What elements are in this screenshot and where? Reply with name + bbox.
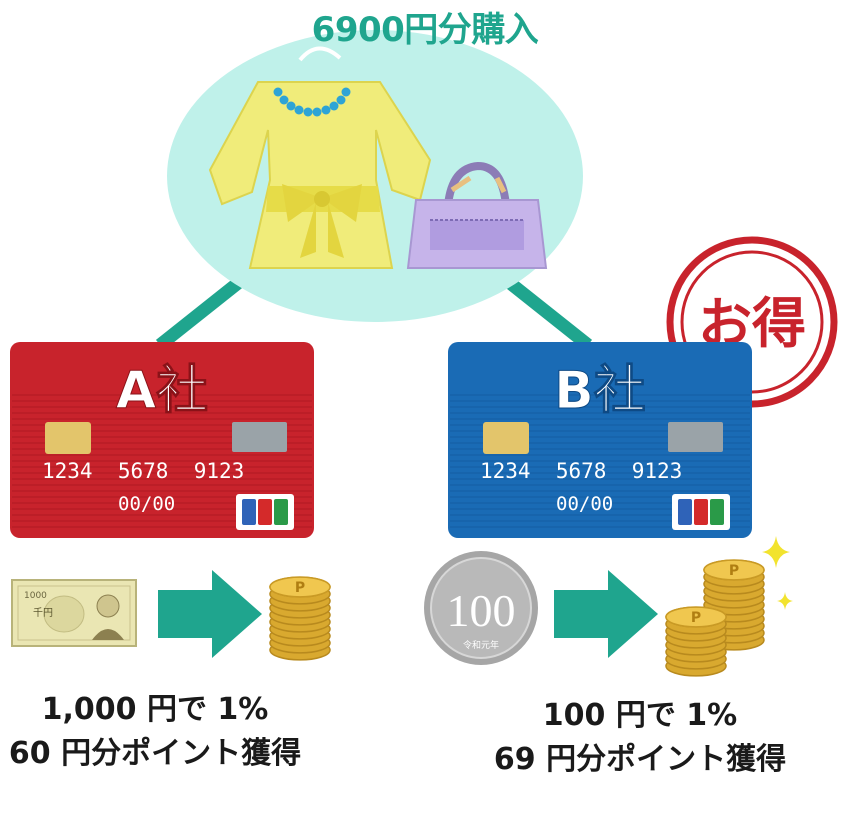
coin-point-label: P: [729, 563, 739, 579]
coin-text: 令和元年: [463, 639, 499, 651]
banknote-denomination: 1000: [24, 591, 47, 601]
point-coin-stack-a: P: [269, 576, 331, 661]
credit-card-a: A社 1234 5678 9123 00/00: [10, 342, 314, 538]
necklace-icon: [273, 87, 351, 117]
card-a-number: 1234 5678 9123: [42, 459, 244, 483]
banknote-icon: 1000 千円: [11, 579, 137, 647]
sparkle-icon: [762, 536, 790, 568]
card-a-hologram: [232, 422, 287, 452]
arrow-right-icon-b: [554, 570, 658, 658]
sparkle-icon: [777, 592, 793, 610]
card-b-chip: [483, 422, 529, 454]
caption-b: 100 円で 1% 69 円分ポイント獲得: [470, 694, 810, 782]
banknote-text: 千円: [33, 607, 53, 619]
card-b-hologram: [668, 422, 723, 452]
coin-top: [269, 576, 331, 598]
card-a-brand-logo: [236, 494, 294, 530]
card-a-name: A社: [116, 361, 208, 421]
caption-a: 1,000 円で 1% 60 円分ポイント獲得: [0, 688, 310, 776]
caption-a-rate: 1,000 円で 1%: [41, 692, 269, 727]
card-a-chip: [45, 422, 91, 454]
credit-card-b: B社 1234 5678 9123 00/00: [448, 342, 752, 538]
caption-a-points: 60 円分ポイント獲得: [8, 736, 302, 771]
handbag-icon: [406, 161, 548, 269]
card-b-number: 1234 5678 9123: [480, 459, 682, 483]
connector-line-b: [505, 277, 593, 351]
coin-top: [703, 559, 765, 581]
coin-denomination: 100: [447, 585, 516, 636]
caption-b-points: 69 円分ポイント獲得: [493, 742, 787, 777]
card-b-expiry: 00/00: [556, 493, 613, 515]
caption-b-rate: 100 円で 1%: [542, 698, 738, 733]
coin-point-label: P: [295, 580, 305, 596]
page-title: 6900円分購入: [311, 10, 539, 50]
card-a-expiry: 00/00: [118, 493, 175, 515]
arrow-right-icon-a: [158, 570, 262, 658]
coin-point-label: P: [691, 610, 701, 626]
coin-top: [665, 606, 727, 628]
point-coin-stack-b-front: P: [665, 606, 727, 677]
card-b-brand-logo: [672, 494, 730, 530]
coin-100-icon: 100 令和元年: [424, 551, 538, 665]
card-b-name: B社: [554, 361, 646, 421]
dress-icon: [208, 46, 432, 269]
connector-line-a: [155, 277, 243, 351]
